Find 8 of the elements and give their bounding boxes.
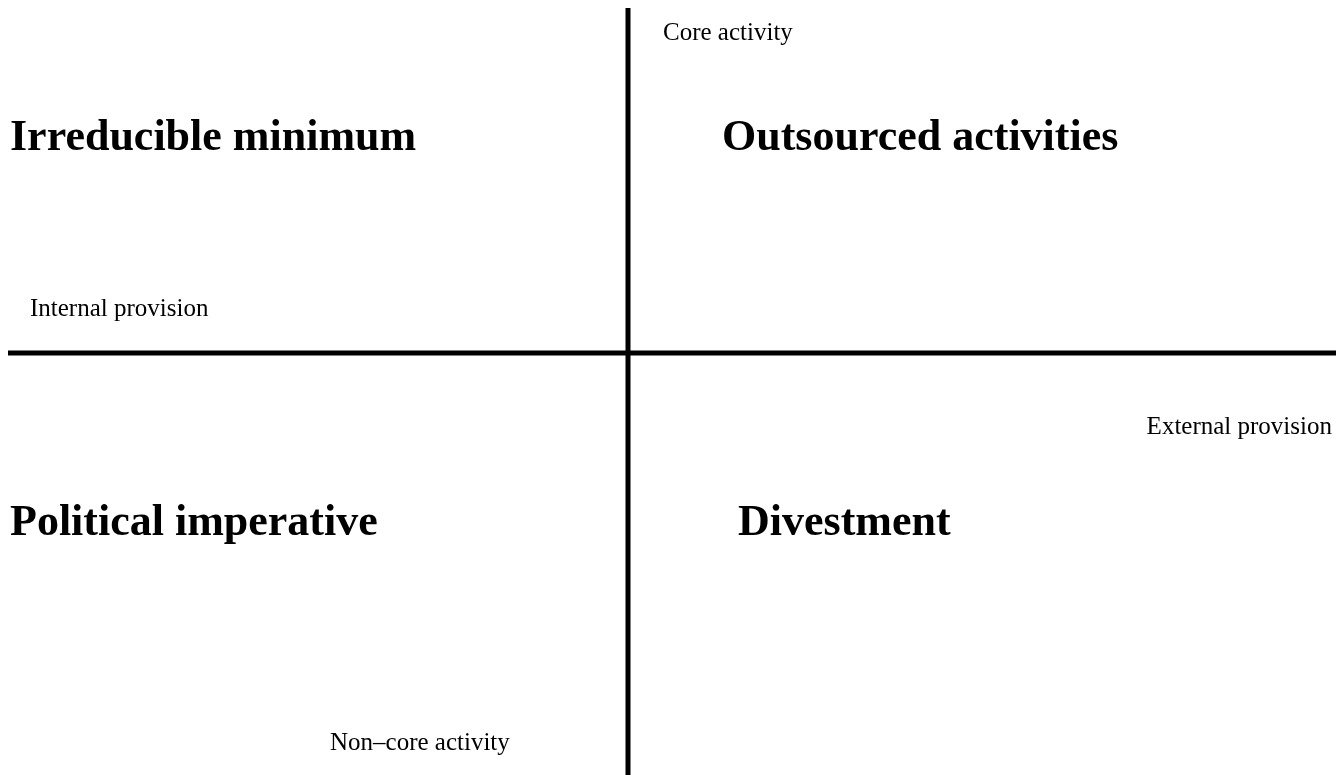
axis-label: Internal provision: [30, 294, 209, 322]
axis-label: External provision: [1146, 412, 1332, 440]
axis-label: Non–core activity: [330, 728, 510, 756]
quadrant-title: Irreducible minimum: [10, 112, 417, 161]
quadrant-title: Outsourced activities: [722, 112, 1119, 161]
quadrant-title: Political imperative: [10, 497, 378, 546]
axis-label: Core activity: [663, 18, 793, 46]
quadrant-title: Divestment: [738, 497, 951, 546]
